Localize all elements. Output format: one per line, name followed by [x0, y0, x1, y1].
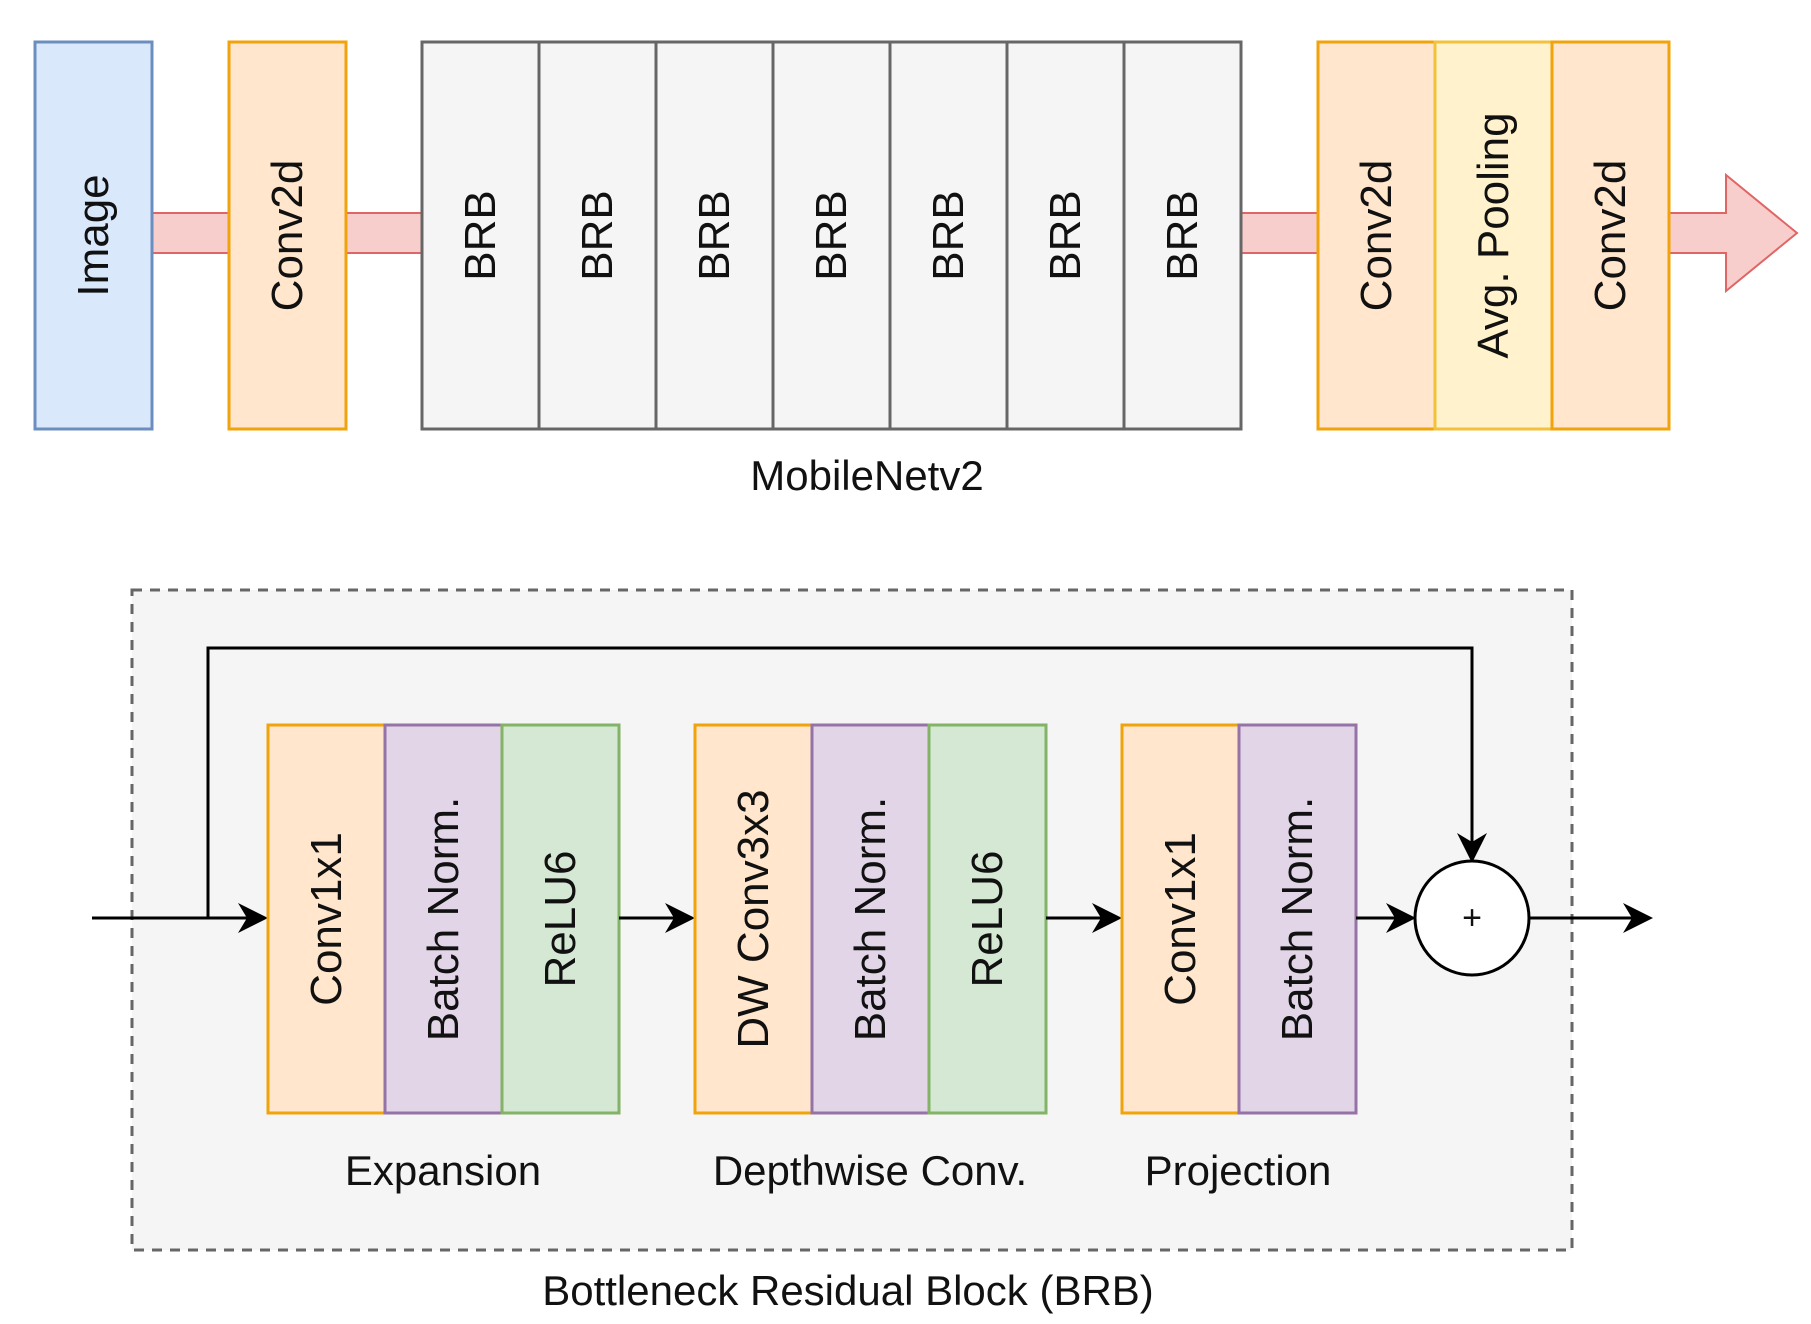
avg-pooling-label: Avg. Pooling	[1469, 112, 1518, 358]
skip-connection	[206, 646, 1487, 918]
add-symbol: +	[1462, 899, 1482, 937]
depthwise-dwconv-block	[693, 723, 814, 1115]
expansion-conv1x1-label: Conv1x1	[302, 832, 351, 1006]
brb-label-4: BRB	[807, 190, 856, 280]
projection-conv1x1-label: Conv1x1	[1156, 832, 1205, 1006]
brb-stack: BRB BRB BRB BRB BRB BRB BRB	[420, 40, 1243, 431]
brb-label-2: BRB	[573, 190, 622, 280]
mobilenetv2-caption: MobileNetv2	[750, 452, 983, 499]
brb-block-3	[654, 40, 775, 431]
projection-batchnorm-label: Batch Norm.	[1273, 797, 1322, 1042]
projection-caption: Projection	[1145, 1147, 1332, 1194]
expansion-conv1x1-block	[266, 723, 387, 1115]
depthwise-batchnorm-block	[810, 723, 931, 1115]
brb-label-6: BRB	[1041, 190, 1090, 280]
image-block	[33, 40, 154, 431]
connector-conv-brb	[343, 212, 425, 254]
brb-label-5: BRB	[924, 190, 973, 280]
conv2d-head-1-block	[1316, 40, 1437, 431]
brb-label-1: BRB	[456, 190, 505, 280]
brb-block-6	[1005, 40, 1126, 431]
conv2d-head-1-label: Conv2d	[1352, 160, 1401, 312]
depthwise-dwconv-label: DW Conv3x3	[729, 789, 778, 1048]
brb-caption: Bottleneck Residual Block (BRB)	[542, 1267, 1154, 1314]
image-label: Image	[69, 174, 118, 296]
expansion-relu6-label: ReLU6	[536, 851, 585, 988]
conv2d-head-2-block	[1550, 40, 1671, 431]
mobilenetv2-pipeline: Image Conv2d BRB BRB BRB BRB BRB BRB BRB Conv2…	[33, 40, 1799, 499]
brb-block-4	[771, 40, 892, 431]
expansion-batchnorm-block	[383, 723, 504, 1115]
projection-batchnorm-block	[1237, 723, 1358, 1115]
projection-conv1x1-block	[1120, 723, 1241, 1115]
brb-block-7	[1122, 40, 1243, 431]
connector-image-conv	[149, 212, 231, 254]
conv2d-in-label: Conv2d	[263, 160, 312, 312]
brb-label-3: BRB	[690, 190, 739, 280]
connector-brb-head	[1237, 212, 1319, 254]
expansion-batchnorm-label: Batch Norm.	[419, 797, 468, 1042]
depthwise-batchnorm-label: Batch Norm.	[846, 797, 895, 1042]
conv2d-head-2-label: Conv2d	[1586, 160, 1635, 312]
depthwise-relu6-label: ReLU6	[963, 851, 1012, 988]
brb-block-5	[888, 40, 1009, 431]
conv2d-in-block	[227, 40, 348, 431]
expansion-caption: Expansion	[345, 1147, 541, 1194]
brb-detail: Conv1x1 Batch Norm. ReLU6 Expansion DW C…	[92, 588, 1653, 1252]
depthwise-caption: Depthwise Conv.	[713, 1147, 1027, 1194]
output-arrow	[1668, 172, 1799, 294]
brb-block-1	[420, 40, 541, 431]
brb-label-7: BRB	[1158, 190, 1207, 280]
